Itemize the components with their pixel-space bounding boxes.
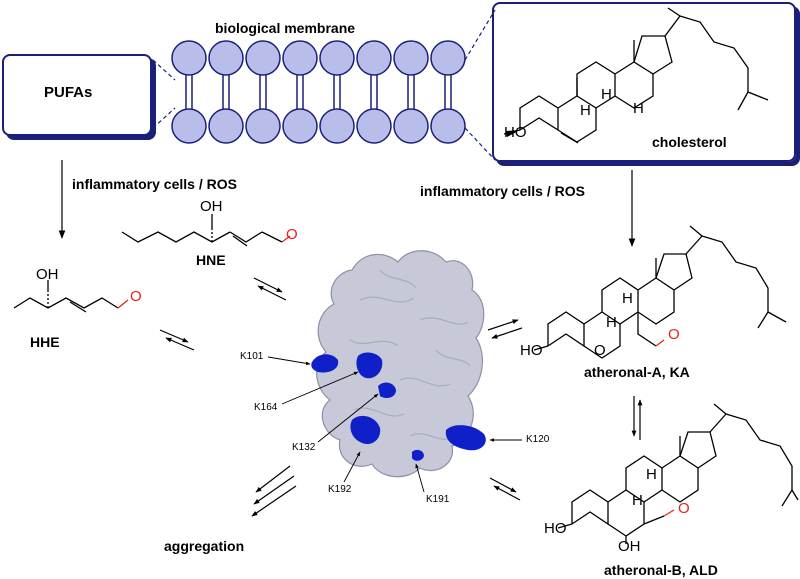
hhe-label: HHE <box>30 334 60 350</box>
cholesterol-label: cholesterol <box>652 134 727 150</box>
protein-surface <box>311 250 486 478</box>
atheronal-b-carbonyl <box>663 509 675 517</box>
hne-oxygen: O <box>286 226 298 243</box>
ka-h1: H <box>622 290 633 307</box>
inflammatory-label-right: inflammatory cells / ROS <box>420 183 585 199</box>
membrane-label: biological membrane <box>215 20 356 36</box>
ka-h2: H <box>606 314 617 331</box>
lysine-pointers <box>267 356 522 493</box>
ald-h1: H <box>646 466 657 483</box>
ald-ho: HO <box>544 520 567 537</box>
ald-aldehyde-o: O <box>678 500 690 517</box>
dashed-connectors <box>152 9 496 161</box>
lysine-label-k164: K164 <box>254 402 278 413</box>
lysine-residues <box>311 352 486 461</box>
hhe-oh: OH <box>36 266 59 283</box>
lysine-label-k192: K192 <box>328 484 352 495</box>
cholesterol-box <box>492 2 796 162</box>
cholesterol-stereo-bonds <box>506 130 520 137</box>
hne-oh: OH <box>200 198 223 215</box>
hhe-oxygen: O <box>130 288 142 305</box>
ka-ho: HO <box>520 342 543 359</box>
atheronal-a-structure <box>533 225 787 359</box>
atheronal-a-carbonyl <box>655 339 665 347</box>
lysine-label-k120: K120 <box>526 434 550 445</box>
ald-label: atheronal-B, ALD <box>604 562 718 578</box>
hne-carbonyl <box>281 235 291 243</box>
reaction-arrows <box>58 160 643 517</box>
ka-label: atheronal-A, KA <box>584 364 690 380</box>
inflammatory-label-left: inflammatory cells / ROS <box>72 176 237 192</box>
hne-label: HNE <box>196 252 226 268</box>
hhe-structure <box>13 280 119 313</box>
cholesterol-h2: H <box>580 102 591 119</box>
hhe-carbonyl <box>117 299 129 309</box>
cholesterol-h3: H <box>633 100 644 117</box>
lysine-label-k191: K191 <box>426 494 450 505</box>
pufas-label: PUFAs <box>44 84 93 101</box>
cholesterol-h1: H <box>601 86 612 103</box>
lysine-label-k101: K101 <box>240 351 264 362</box>
pufas-box <box>2 54 152 136</box>
ald-h2: H <box>632 492 643 509</box>
cholesterol-structure <box>503 7 769 144</box>
ald-oh: OH <box>618 538 641 555</box>
ka-ketone-o: O <box>594 342 606 359</box>
ka-aldehyde-o: O <box>668 326 680 343</box>
cholesterol-ho: HO <box>504 124 527 141</box>
lysine-label-k132: K132 <box>292 442 316 453</box>
aggregation-label: aggregation <box>164 538 245 554</box>
hne-structure <box>121 214 283 247</box>
atheronal-b-structure <box>557 403 799 544</box>
membrane-bilayer <box>171 40 466 144</box>
